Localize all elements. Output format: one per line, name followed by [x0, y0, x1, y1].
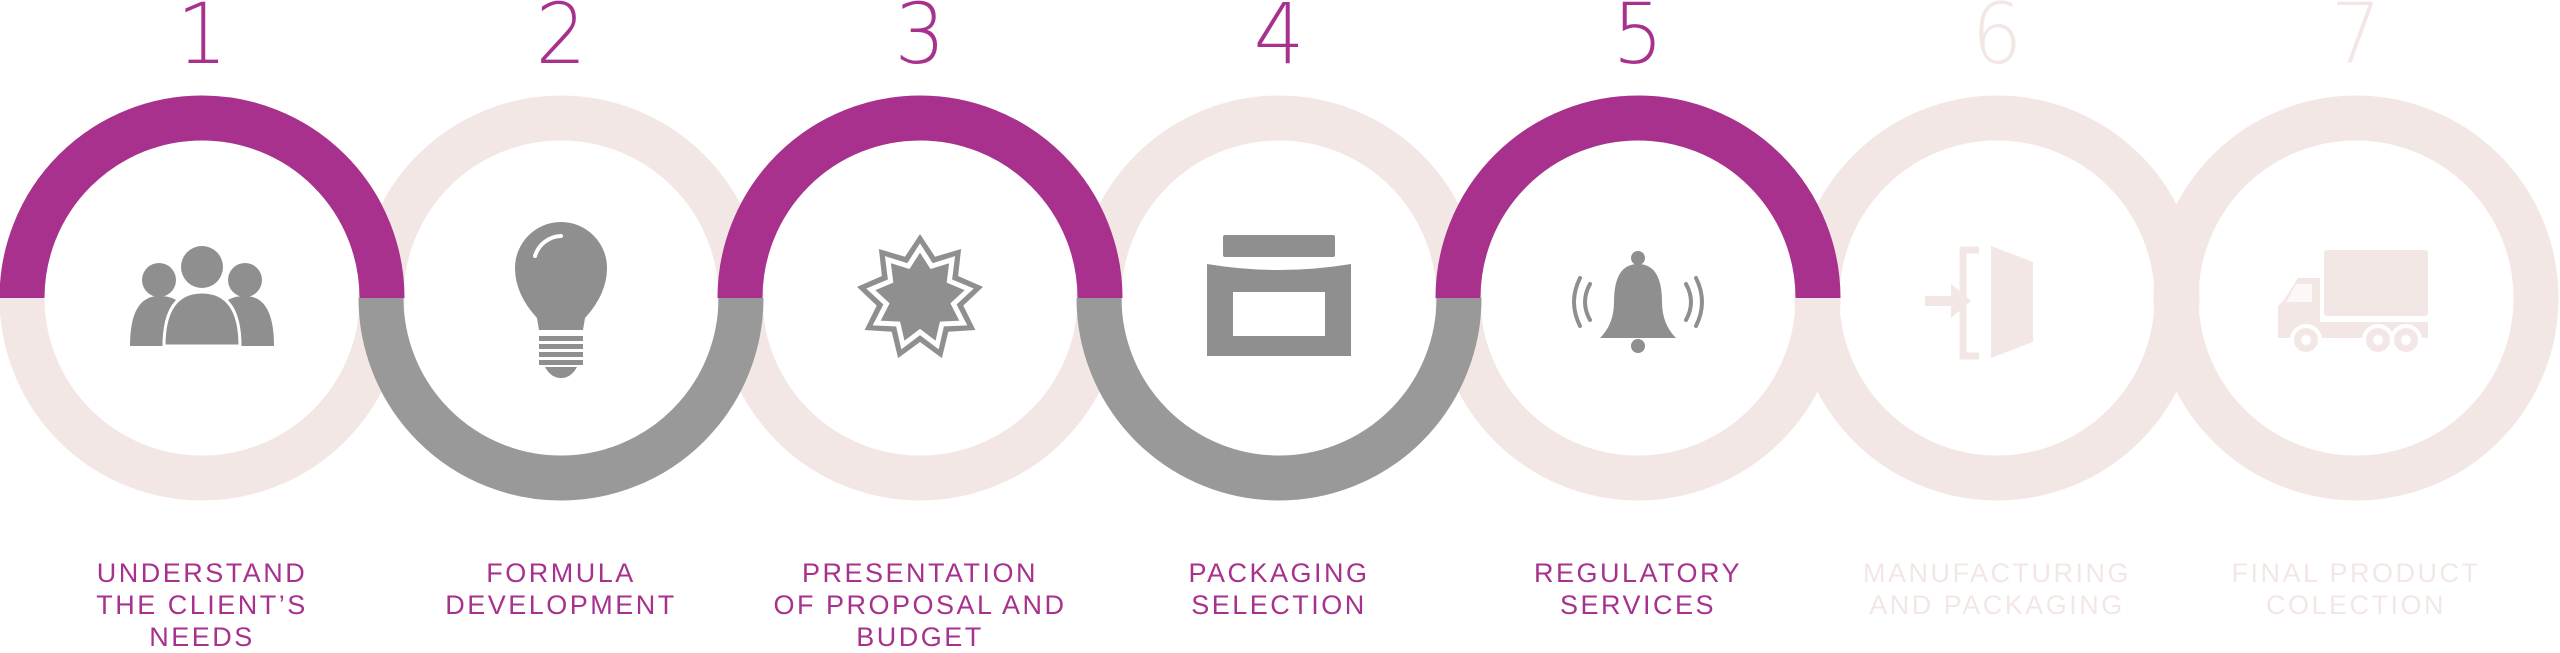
progress-arc-1 — [0, 95, 405, 299]
step-number-7: 7 — [2330, 0, 2382, 83]
step-label-line: SELECTION — [1191, 590, 1367, 620]
step-number-3: 3 — [894, 0, 946, 83]
bell-icon — [1572, 251, 1704, 353]
step-label-line: FORMULA — [486, 558, 636, 588]
lightbulb-icon — [515, 222, 607, 378]
step-label-line: UNDERSTAND — [96, 558, 308, 588]
step-label-line: OF PROPOSAL AND — [773, 590, 1067, 620]
step-number-2: 2 — [535, 0, 587, 83]
step-number-4: 4 — [1253, 0, 1305, 83]
step-label-line: DEVELOPMENT — [445, 590, 677, 620]
people-icon — [130, 246, 274, 348]
progress-arc-4 — [1076, 297, 1482, 501]
step-label-line: BUDGET — [856, 622, 984, 652]
step-label-line: PACKAGING — [1188, 558, 1370, 588]
step-label-line: SERVICES — [1559, 590, 1717, 620]
delivery-truck-icon — [2278, 250, 2428, 356]
package-box-icon — [1207, 235, 1351, 356]
door-enter-icon — [1925, 246, 2033, 360]
progress-arc-5 — [1435, 95, 1841, 299]
step-label-line: COLECTION — [2265, 590, 2447, 620]
step-label-line: NEEDS — [149, 622, 255, 652]
step-label-line: AND PACKAGING — [1869, 590, 2125, 620]
step-label-line: FINAL PRODUCT — [2231, 558, 2481, 588]
step-label-line: MANUFACTURING — [1863, 558, 2131, 588]
step-label-line: PRESENTATION — [801, 558, 1039, 588]
progress-arc-2 — [358, 297, 764, 501]
step-number-1: 1 — [176, 0, 228, 83]
step-label-line: REGULATORY — [1533, 558, 1743, 588]
step-number-6: 6 — [1971, 0, 2023, 83]
badge-star-icon — [857, 234, 983, 359]
step-ring-7 — [2153, 95, 2559, 501]
step-number-5: 5 — [1612, 0, 1664, 83]
step-label-line: THE CLIENT’S — [96, 590, 308, 620]
progress-arc-3 — [717, 95, 1123, 299]
